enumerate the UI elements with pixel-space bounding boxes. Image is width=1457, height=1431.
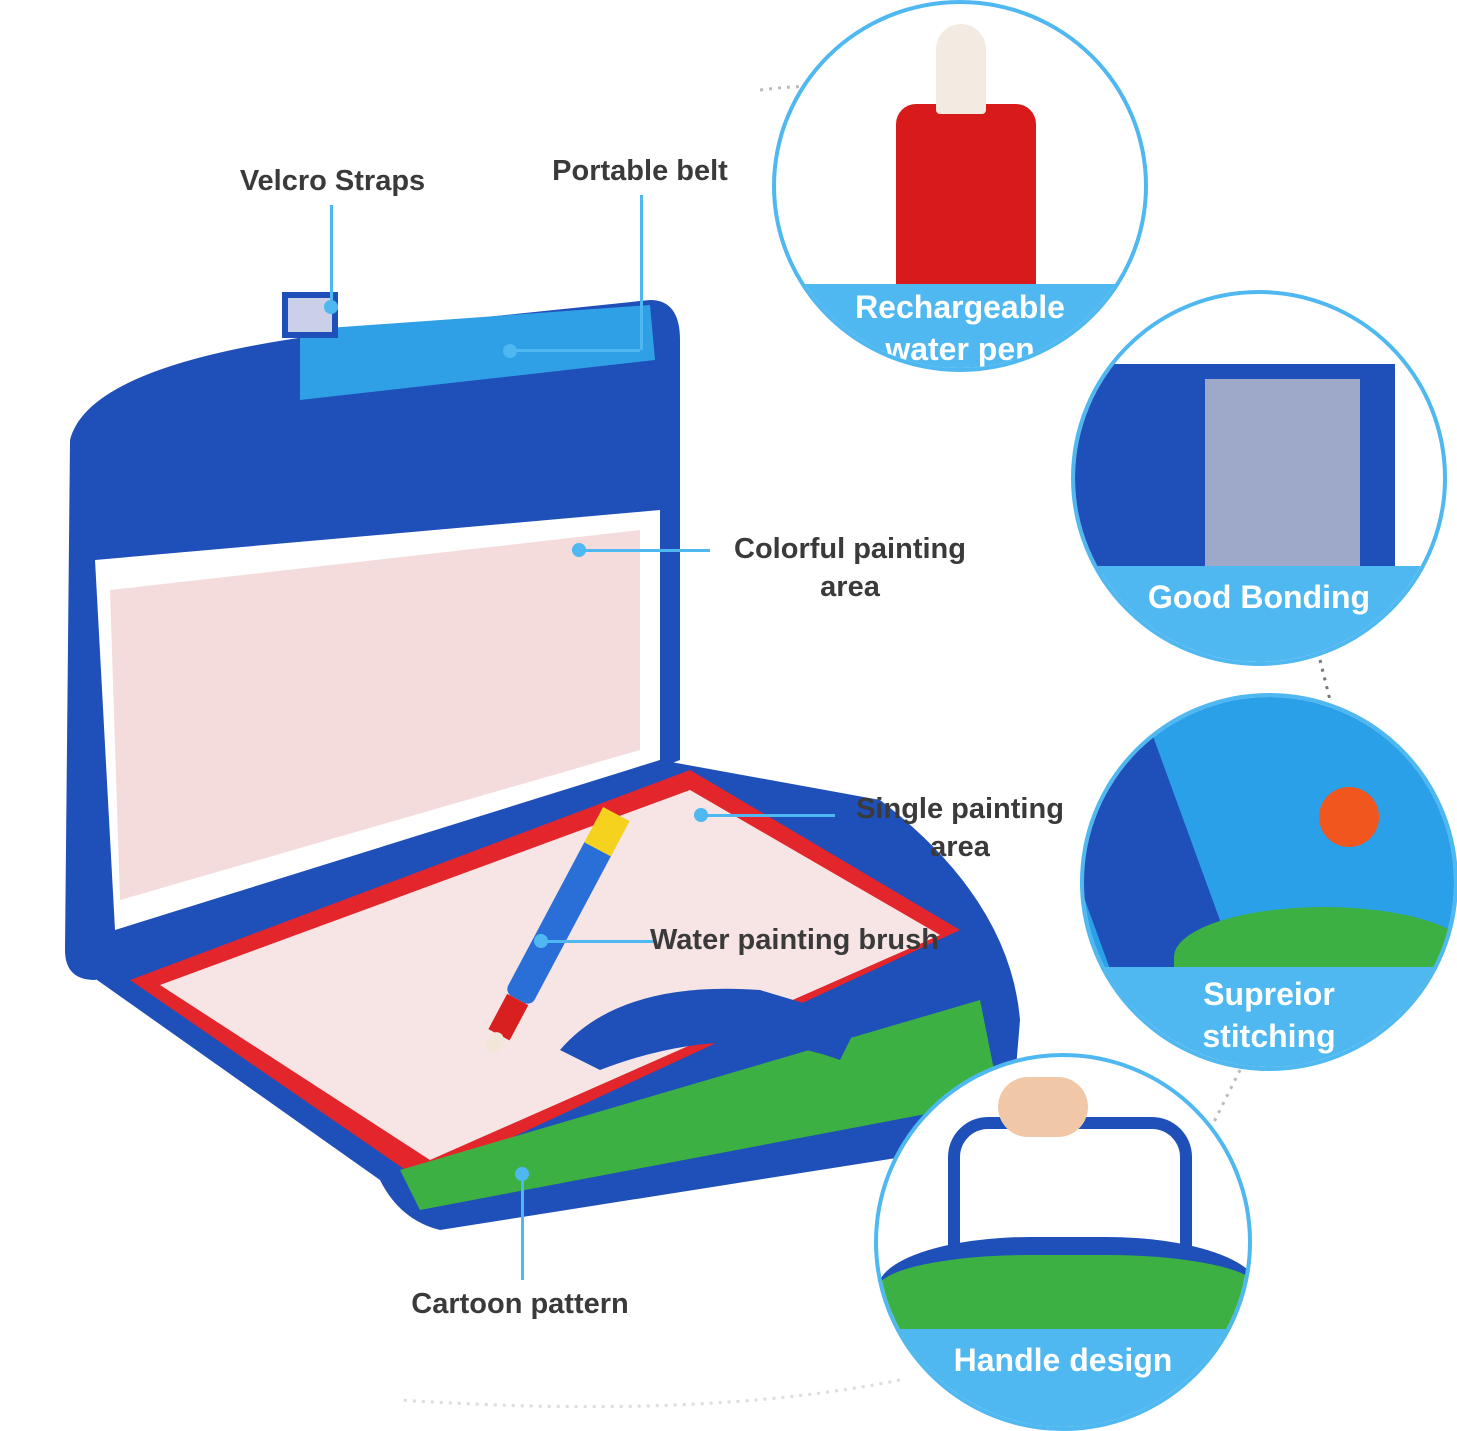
hand-image bbox=[998, 1077, 1088, 1137]
velcro-dot bbox=[324, 300, 338, 314]
feature-stitching-line1: Supreior bbox=[1203, 976, 1335, 1012]
colorful-area-dot bbox=[572, 543, 586, 557]
feature-handle: Handle design bbox=[874, 1053, 1252, 1431]
colorful-area-line2: area bbox=[820, 571, 880, 603]
single-area-line2: area bbox=[930, 831, 990, 863]
feature-good-bonding-label: Good Bonding bbox=[1075, 566, 1443, 662]
pen-nib-image bbox=[936, 24, 986, 114]
water-brush-label: Water painting brush bbox=[650, 924, 939, 956]
pen-tip-image bbox=[896, 104, 1036, 304]
portable-belt-label: Portable belt bbox=[552, 155, 728, 187]
portable-belt-dot bbox=[503, 344, 517, 358]
feature-water-pen: Rechargeable water pen bbox=[772, 0, 1148, 372]
feature-water-pen-line1: Rechargeable bbox=[855, 289, 1065, 325]
velcro-strip-image bbox=[1205, 379, 1360, 574]
colorful-area-line1: Colorful painting bbox=[734, 533, 966, 565]
single-area-dot bbox=[694, 808, 708, 822]
velcro-straps-label: Velcro Straps bbox=[239, 165, 426, 197]
drawing-bag bbox=[65, 292, 1020, 1230]
colorful-area-label: Colorful painting area bbox=[710, 530, 990, 606]
water-brush-pointer bbox=[540, 940, 655, 943]
water-brush-dot bbox=[534, 934, 548, 948]
cartoon-figure-image bbox=[1319, 787, 1379, 847]
feature-good-bonding: Good Bonding bbox=[1071, 290, 1447, 666]
feature-handle-label: Handle design bbox=[878, 1329, 1248, 1427]
velcro-pointer bbox=[330, 205, 333, 305]
cartoon-pointer bbox=[521, 1175, 524, 1280]
feature-stitching: Supreior stitching bbox=[1080, 693, 1457, 1071]
portable-belt-pointer-h bbox=[510, 349, 640, 352]
cartoon-pattern-label: Cartoon pattern bbox=[411, 1288, 629, 1320]
single-area-label: Single painting area bbox=[835, 790, 1085, 866]
single-area-pointer bbox=[700, 814, 835, 817]
cartoon-dot bbox=[515, 1167, 529, 1181]
colorful-area-pointer bbox=[580, 549, 710, 552]
single-area-line1: Single painting bbox=[856, 793, 1064, 825]
feature-water-pen-line2: water pen bbox=[885, 331, 1035, 367]
feature-stitching-line2: stitching bbox=[1202, 1018, 1336, 1054]
portable-belt-pointer bbox=[640, 195, 643, 350]
